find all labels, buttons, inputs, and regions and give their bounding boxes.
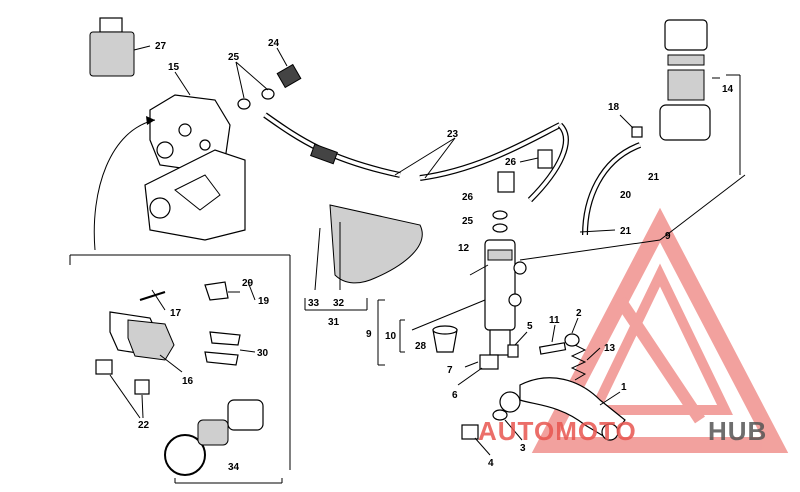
watermark-text-hub: HUB bbox=[708, 416, 767, 446]
bolts-26 bbox=[497, 149, 553, 193]
label-17: 17 bbox=[170, 308, 182, 319]
label-24: 24 bbox=[268, 38, 280, 49]
brake-pedal bbox=[499, 377, 626, 441]
master-cylinder bbox=[469, 239, 527, 356]
brake-hose bbox=[263, 112, 569, 203]
chain-guard bbox=[304, 204, 423, 311]
label-9-right: 9 bbox=[665, 231, 671, 242]
label-32: 32 bbox=[333, 298, 345, 309]
watermark-text-auto: AUTOMOTO bbox=[478, 416, 637, 446]
label-25-top: 25 bbox=[228, 52, 240, 63]
label-4: 4 bbox=[488, 458, 494, 469]
label-12: 12 bbox=[458, 243, 470, 254]
label-29: 29 bbox=[242, 278, 254, 289]
label-18: 18 bbox=[608, 102, 620, 113]
fluid-reservoir bbox=[659, 19, 741, 175]
label-13: 13 bbox=[604, 343, 616, 354]
label-21-bottom: 21 bbox=[620, 226, 632, 237]
label-26-top: 26 bbox=[505, 157, 517, 168]
label-28: 28 bbox=[415, 341, 427, 352]
label-25-bottom: 25 bbox=[462, 216, 474, 227]
label-3: 3 bbox=[520, 443, 526, 454]
label-23: 23 bbox=[447, 129, 459, 140]
label-7: 7 bbox=[447, 365, 453, 376]
label-1: 1 bbox=[621, 382, 627, 393]
banjo-bolt bbox=[235, 47, 302, 110]
label-11: 11 bbox=[549, 315, 560, 326]
caliper-bracket bbox=[144, 149, 246, 241]
label-34: 34 bbox=[228, 462, 240, 473]
label-2: 2 bbox=[576, 308, 582, 319]
pads-inset bbox=[69, 254, 291, 470]
label-20: 20 bbox=[620, 190, 632, 201]
fluid-bottle bbox=[89, 17, 151, 77]
label-6: 6 bbox=[452, 390, 458, 401]
label-16: 16 bbox=[182, 376, 194, 387]
label-22: 22 bbox=[138, 420, 150, 431]
label-21-top: 21 bbox=[648, 172, 660, 183]
label-9-left: 9 bbox=[366, 329, 372, 340]
watermark-logo bbox=[531, 207, 789, 453]
label-10: 10 bbox=[385, 331, 397, 342]
label-33: 33 bbox=[308, 298, 320, 309]
label-31: 31 bbox=[328, 317, 340, 328]
label-19: 19 bbox=[258, 296, 270, 307]
label-27: 27 bbox=[155, 41, 167, 52]
label-26-bottom: 26 bbox=[462, 192, 474, 203]
label-30: 30 bbox=[257, 348, 269, 359]
label-15: 15 bbox=[168, 62, 180, 73]
label-14: 14 bbox=[722, 84, 734, 95]
label-5: 5 bbox=[527, 321, 533, 332]
